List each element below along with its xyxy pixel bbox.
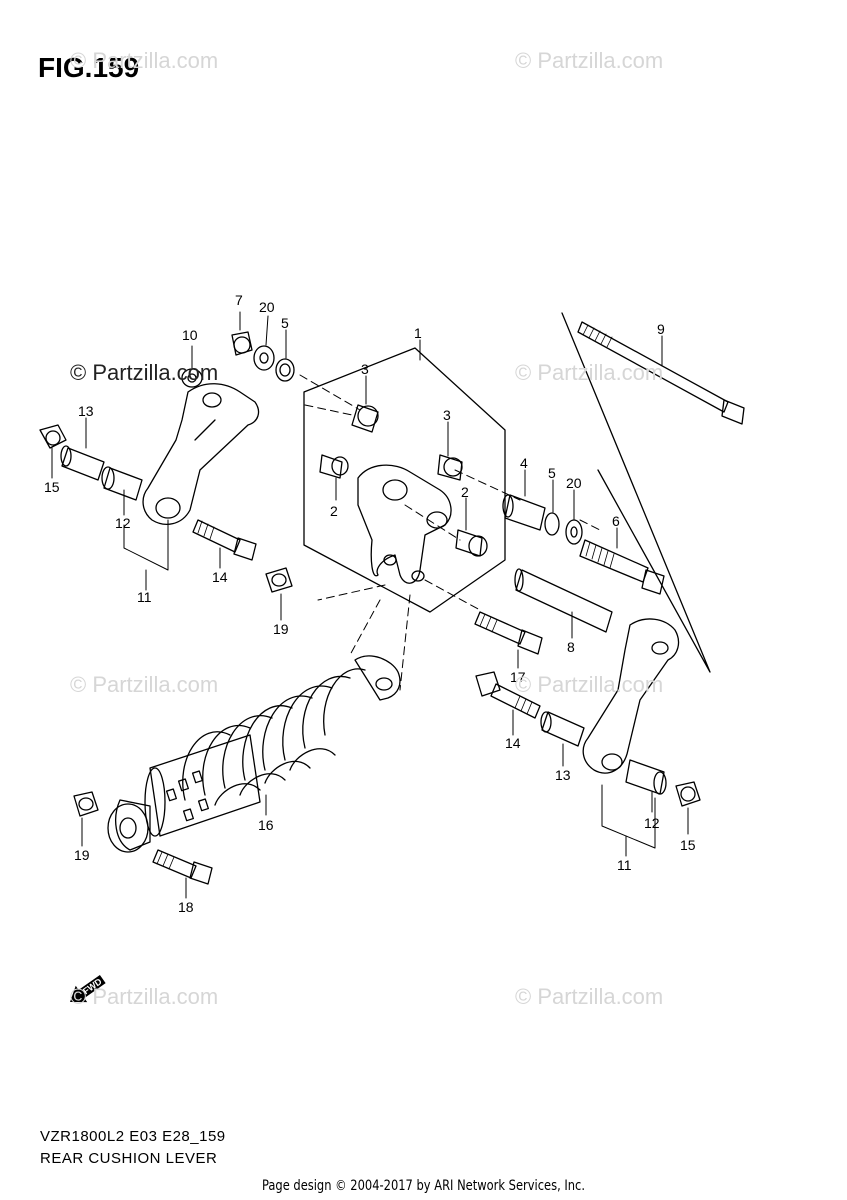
bolt-6 (579, 539, 665, 595)
assembly-box-1 (303, 347, 506, 613)
callout-19-b: 19 (74, 847, 90, 863)
nut-7 (231, 331, 253, 356)
shock-absorber (107, 655, 401, 853)
watermark-dark: © Partzilla.com (70, 360, 219, 385)
seal-5-left (275, 358, 295, 382)
callout-17: 17 (510, 669, 526, 685)
callout-19: 19 (273, 621, 289, 637)
diagram-name: REAR CUSHION LEVER (40, 1150, 218, 1167)
cushion-lever (357, 464, 452, 584)
bearing-3-top (351, 404, 379, 433)
washer-20-left (253, 345, 275, 371)
collar-4 (502, 494, 546, 531)
collar-13-right (540, 711, 585, 747)
callout-13: 13 (78, 403, 94, 419)
callout-14-b: 14 (505, 735, 521, 751)
watermark: © Partzilla.com (70, 48, 219, 73)
bolt-14-right (475, 671, 541, 719)
watermark: © Partzilla.com (515, 360, 664, 385)
callout-5-b: 5 (548, 465, 556, 481)
callout-2: 2 (330, 503, 338, 519)
callout-7: 7 (235, 292, 243, 308)
callout-9: 9 (657, 321, 665, 337)
nut-19-lower (73, 791, 99, 817)
nut-10 (181, 368, 203, 388)
watermark: © Partzilla.com (515, 984, 664, 1009)
callout-12-b: 12 (644, 815, 660, 831)
tie-rod-right (582, 618, 680, 774)
callout-12: 12 (115, 515, 131, 531)
bearing-12-left (101, 466, 143, 501)
nut-19-upper (265, 567, 293, 593)
bearing-2-left (319, 454, 349, 479)
callout-2-b: 2 (461, 484, 469, 500)
bolt-17 (474, 611, 543, 655)
callout-16: 16 (258, 817, 274, 833)
forward-arrow-icon (70, 974, 106, 1003)
callout-11-b: 11 (617, 857, 632, 873)
watermark: © Partzilla.com (515, 48, 664, 73)
spacer-8 (514, 568, 613, 633)
nut-15-right (675, 781, 701, 807)
bolt-9-bracket (561, 312, 711, 673)
callout-14: 14 (212, 569, 228, 585)
collar-13-left (60, 445, 105, 481)
bearing-3-right (437, 454, 463, 481)
bearing-2-right (455, 529, 488, 557)
callout-8: 8 (567, 639, 575, 655)
callout-5: 5 (281, 315, 289, 331)
watermark: © Partzilla.com (70, 672, 219, 697)
copyright-footer: Page design © 2004-2017 by ARI Network S… (261, 1178, 586, 1194)
watermark: © Partzilla.com (515, 672, 664, 697)
callout-3-b: 3 (443, 407, 451, 423)
callout-10: 10 (182, 327, 198, 343)
callout-3: 3 (361, 361, 369, 377)
washer-20-right (565, 519, 583, 545)
tie-rod-left (142, 383, 260, 525)
callout-4: 4 (520, 455, 528, 471)
callout-20: 20 (259, 299, 275, 315)
seal-5-right (544, 512, 560, 536)
bolt-18 (152, 849, 213, 885)
model-code: VZR1800L2 E03 E28_159 (40, 1128, 226, 1145)
bolt-14-left (192, 519, 257, 561)
callout-6: 6 (612, 513, 620, 529)
bolt-9 (577, 321, 745, 425)
callout-20-b: 20 (566, 475, 582, 491)
callout-11: 11 (137, 589, 152, 605)
watermark: © Partzilla.com (70, 984, 219, 1009)
callout-15-b: 15 (680, 837, 696, 853)
callout-18: 18 (178, 899, 194, 915)
callout-13-b: 13 (555, 767, 571, 783)
callout-15: 15 (44, 479, 60, 495)
callout-1: 1 (414, 325, 422, 341)
nut-15-left (39, 424, 67, 449)
bearing-12-right (625, 759, 667, 795)
figure-title: FIG.159 (38, 52, 140, 83)
